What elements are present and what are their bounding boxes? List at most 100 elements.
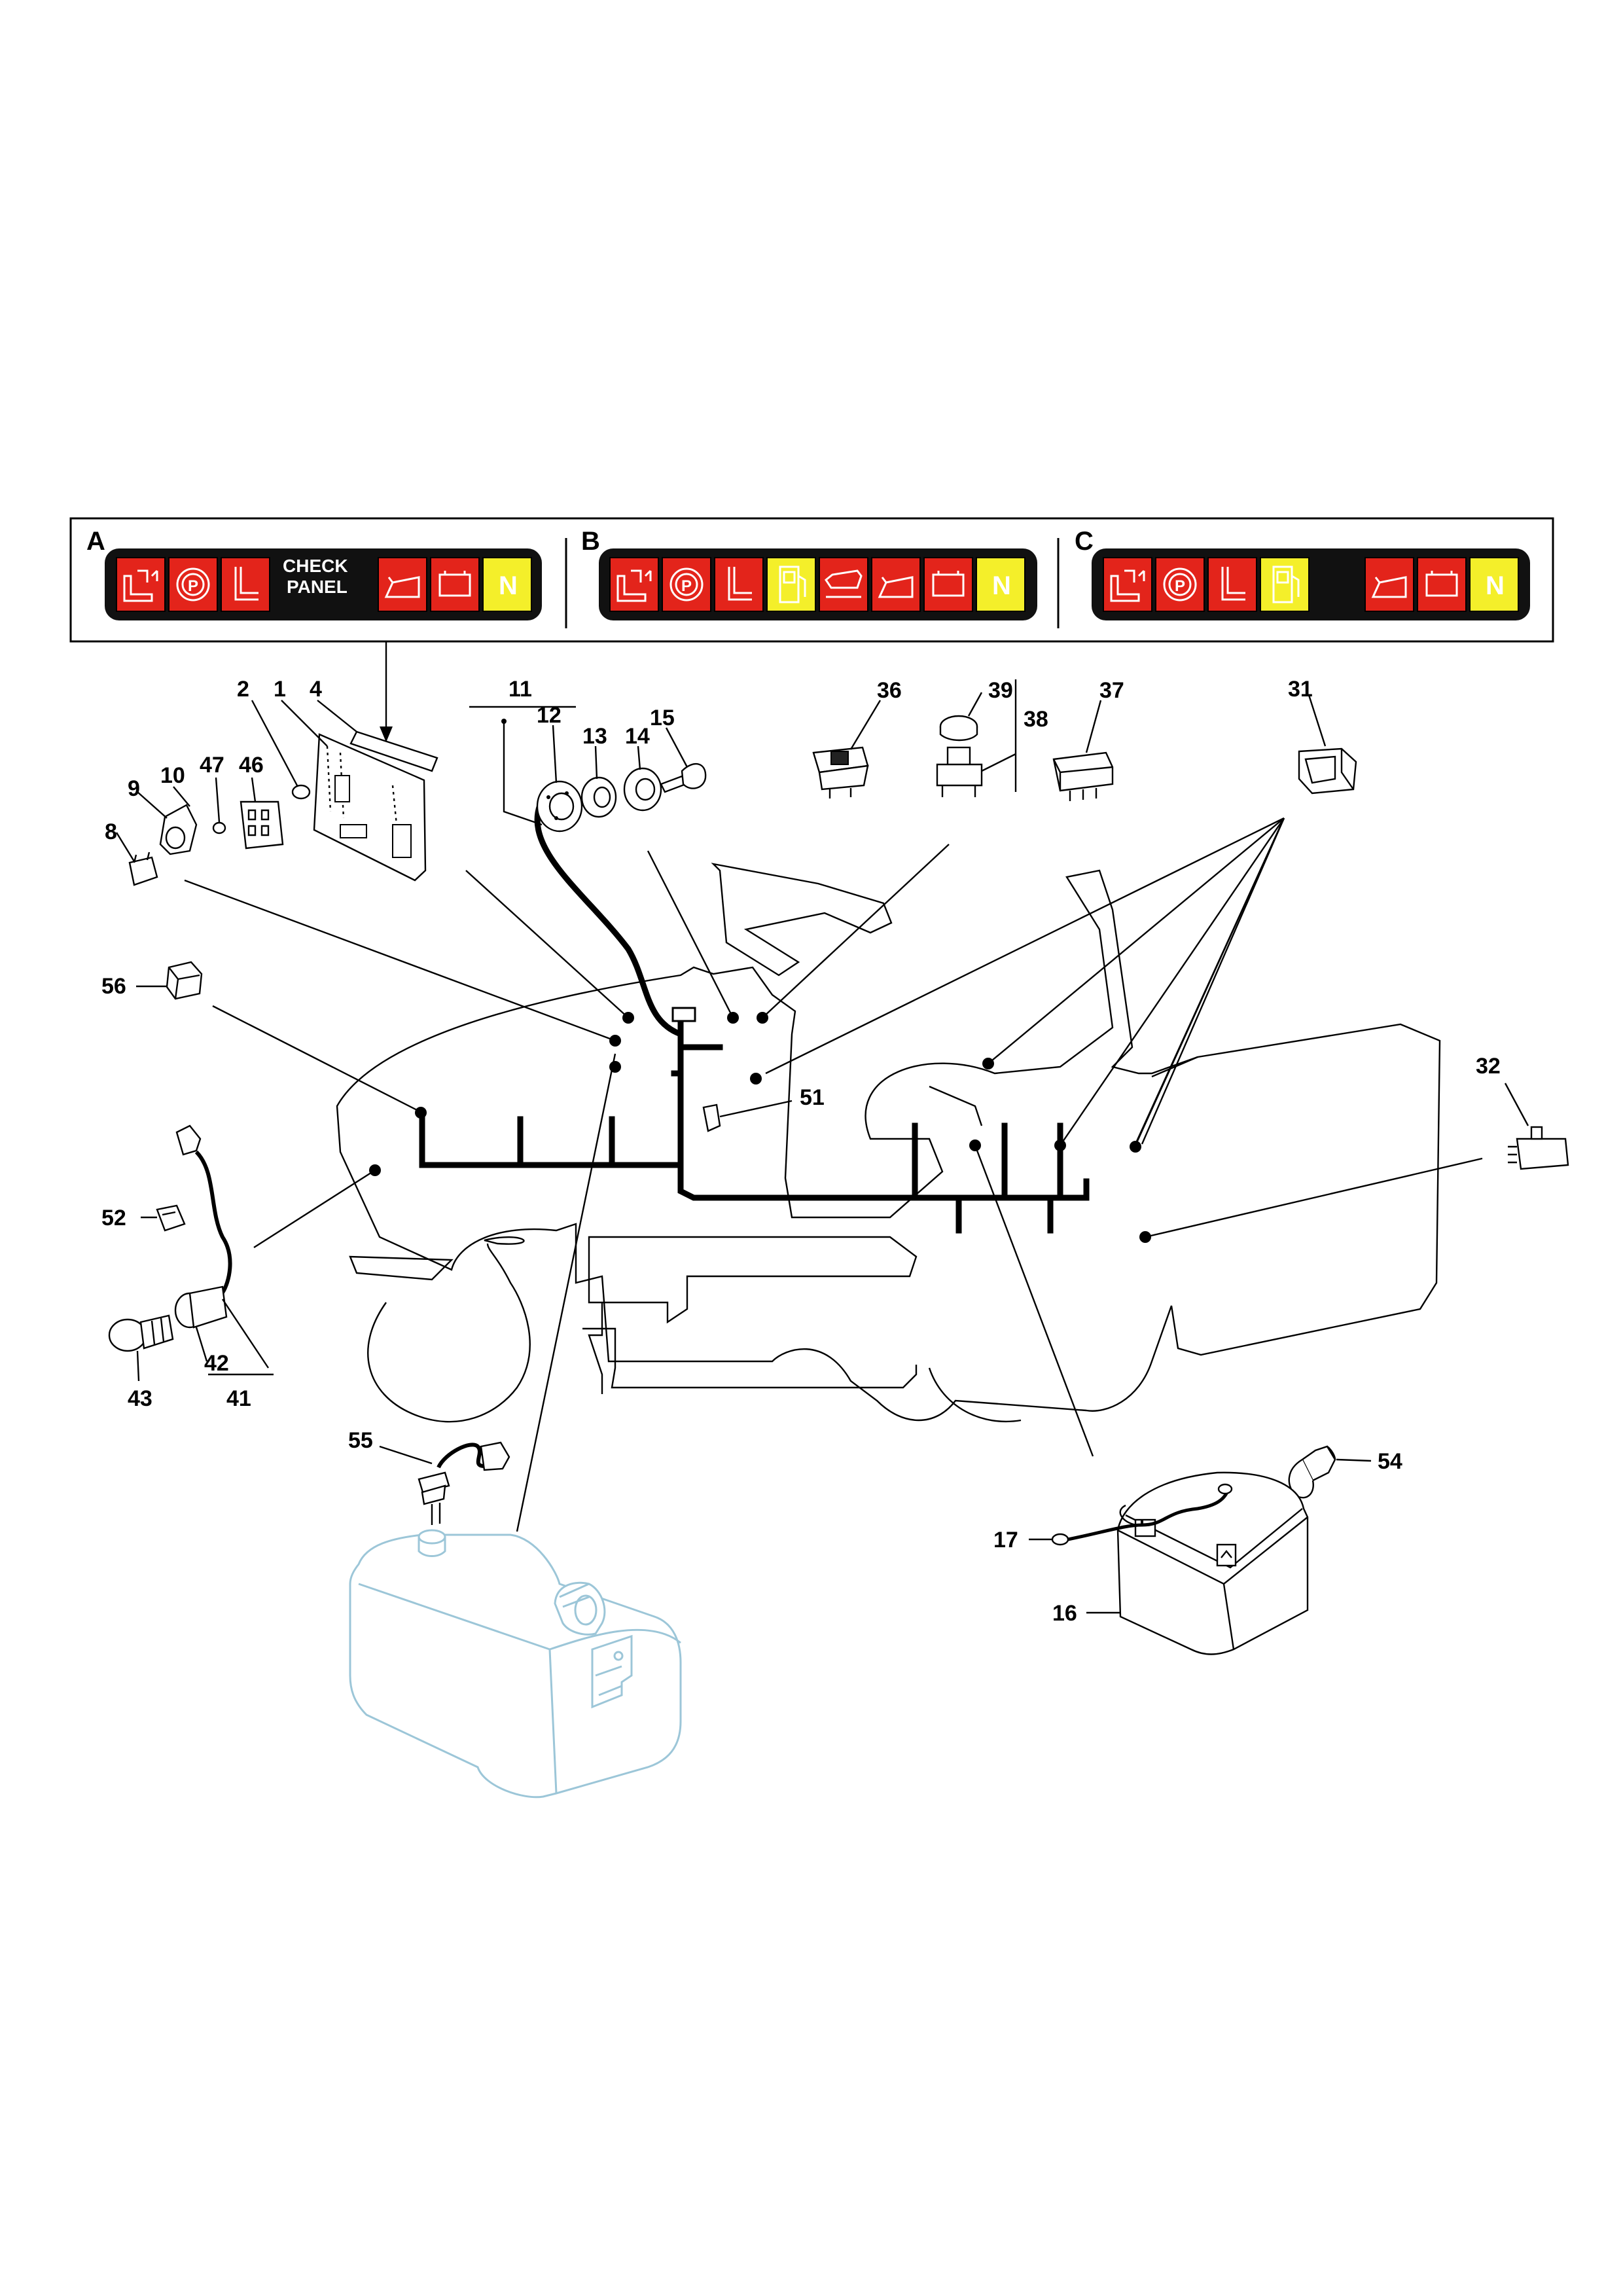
seat-icon [1207, 557, 1257, 612]
label-strip-part [349, 730, 438, 772]
parking-brake-icon: P [662, 557, 711, 612]
switch-part [1052, 751, 1114, 801]
panel-b: B P [581, 527, 1037, 620]
panel-b-letter: B [581, 527, 600, 556]
bezel-ring-part [623, 767, 662, 812]
oil-can-icon [1364, 557, 1414, 612]
battery-icon [1417, 557, 1467, 612]
label-9: 9 [128, 776, 140, 801]
fuel-tank [349, 1529, 682, 1799]
label-55: 55 [348, 1428, 373, 1453]
battery-part [1116, 1471, 1309, 1655]
svg-text:P: P [188, 577, 198, 595]
screw-part [291, 784, 311, 800]
lamp-socket-part [174, 1285, 228, 1329]
circuit-board-part [313, 733, 427, 882]
leader-lines [115, 679, 1529, 1614]
rocker-switch-part [812, 746, 869, 798]
check-text: CHECK [283, 556, 348, 576]
connector-block-part [240, 800, 284, 850]
label-15: 15 [650, 706, 675, 730]
push-button-switch-part [936, 746, 983, 797]
terminal-cover-part [1288, 1445, 1336, 1499]
label-47: 47 [200, 753, 224, 778]
parking-brake-icon: P [168, 557, 218, 612]
label-13: 13 [582, 724, 607, 749]
wiring-harness [419, 804, 1090, 1234]
neutral-letter: N [499, 571, 518, 600]
fuse-part [128, 852, 158, 886]
relay-part [166, 961, 203, 1000]
label-41: 41 [226, 1386, 251, 1411]
harness-dots [369, 1012, 1151, 1243]
label-14: 14 [625, 724, 650, 749]
label-54: 54 [1378, 1449, 1402, 1474]
indicator-panels-box: A P CHECK PANEL [69, 517, 1554, 742]
label-31: 31 [1288, 677, 1313, 702]
seat-brake-icon [609, 557, 659, 612]
label-52: 52 [101, 1206, 126, 1230]
svg-text:P: P [1175, 577, 1185, 595]
seat-icon [221, 557, 270, 612]
push-button-cap-part [939, 715, 978, 742]
svg-text:P: P [681, 577, 692, 595]
key-part [660, 762, 707, 793]
fuel-pump-icon [766, 557, 816, 612]
label-56: 56 [101, 974, 126, 999]
label-12: 12 [537, 703, 562, 728]
tractor-outline [336, 863, 1441, 1423]
label-39: 39 [988, 678, 1013, 703]
oil-can-icon [871, 557, 921, 612]
panel-a: A P CHECK PANEL [86, 527, 542, 620]
battery-icon [923, 557, 973, 612]
oil-level-icon [819, 557, 868, 612]
bulb-part [108, 1314, 174, 1352]
label-46: 46 [239, 753, 264, 778]
label-36: 36 [877, 678, 902, 703]
battery-cable-part [1051, 1483, 1233, 1546]
parking-brake-icon: P [1155, 557, 1205, 612]
label-37: 37 [1099, 678, 1124, 703]
lamp-cable-part [175, 1124, 232, 1294]
label-43: 43 [128, 1386, 152, 1411]
fuel-sender-part [418, 1441, 510, 1525]
label-38: 38 [1024, 707, 1048, 732]
ring-part [212, 821, 226, 834]
label-1: 1 [274, 677, 286, 702]
panel-c-letter: C [1075, 527, 1094, 556]
label-2: 2 [237, 677, 249, 702]
microswitch-part [1508, 1126, 1569, 1170]
neutral-icon: N [482, 557, 532, 612]
ignition-switch-part [536, 780, 583, 833]
label-16: 16 [1052, 1601, 1077, 1626]
label-42: 42 [204, 1351, 229, 1376]
label-17: 17 [993, 1528, 1018, 1552]
label-10: 10 [160, 763, 185, 788]
part-labels: 2 1 4 9 10 47 46 8 11 12 13 14 15 36 39 … [101, 677, 1501, 1626]
cable-clip-part [702, 1103, 721, 1132]
neutral-icon: N [976, 557, 1026, 612]
label-8: 8 [105, 819, 117, 844]
neutral-letter: N [1486, 571, 1505, 600]
panel-a-letter: A [86, 527, 105, 556]
seat-brake-icon [1103, 557, 1152, 612]
lamp-holder-part [159, 804, 198, 855]
panel-text: PANEL [287, 577, 348, 597]
rocker-switch-31-part [1298, 747, 1357, 795]
fuel-pump-icon [1260, 557, 1310, 612]
neutral-letter: N [992, 571, 1011, 600]
label-4: 4 [310, 677, 322, 702]
label-32: 32 [1476, 1054, 1501, 1079]
panel-c: C P [1075, 527, 1530, 620]
seat-brake-icon [116, 557, 166, 612]
seat-icon [714, 557, 764, 612]
label-51: 51 [800, 1085, 825, 1110]
oil-can-icon [378, 557, 427, 612]
battery-icon [430, 557, 480, 612]
check-panel-text: CHECK PANEL [283, 556, 348, 597]
nut-part [580, 776, 617, 818]
neutral-icon: N [1469, 557, 1519, 612]
label-11: 11 [508, 677, 532, 702]
bulb-holder-clip-part [156, 1204, 186, 1232]
